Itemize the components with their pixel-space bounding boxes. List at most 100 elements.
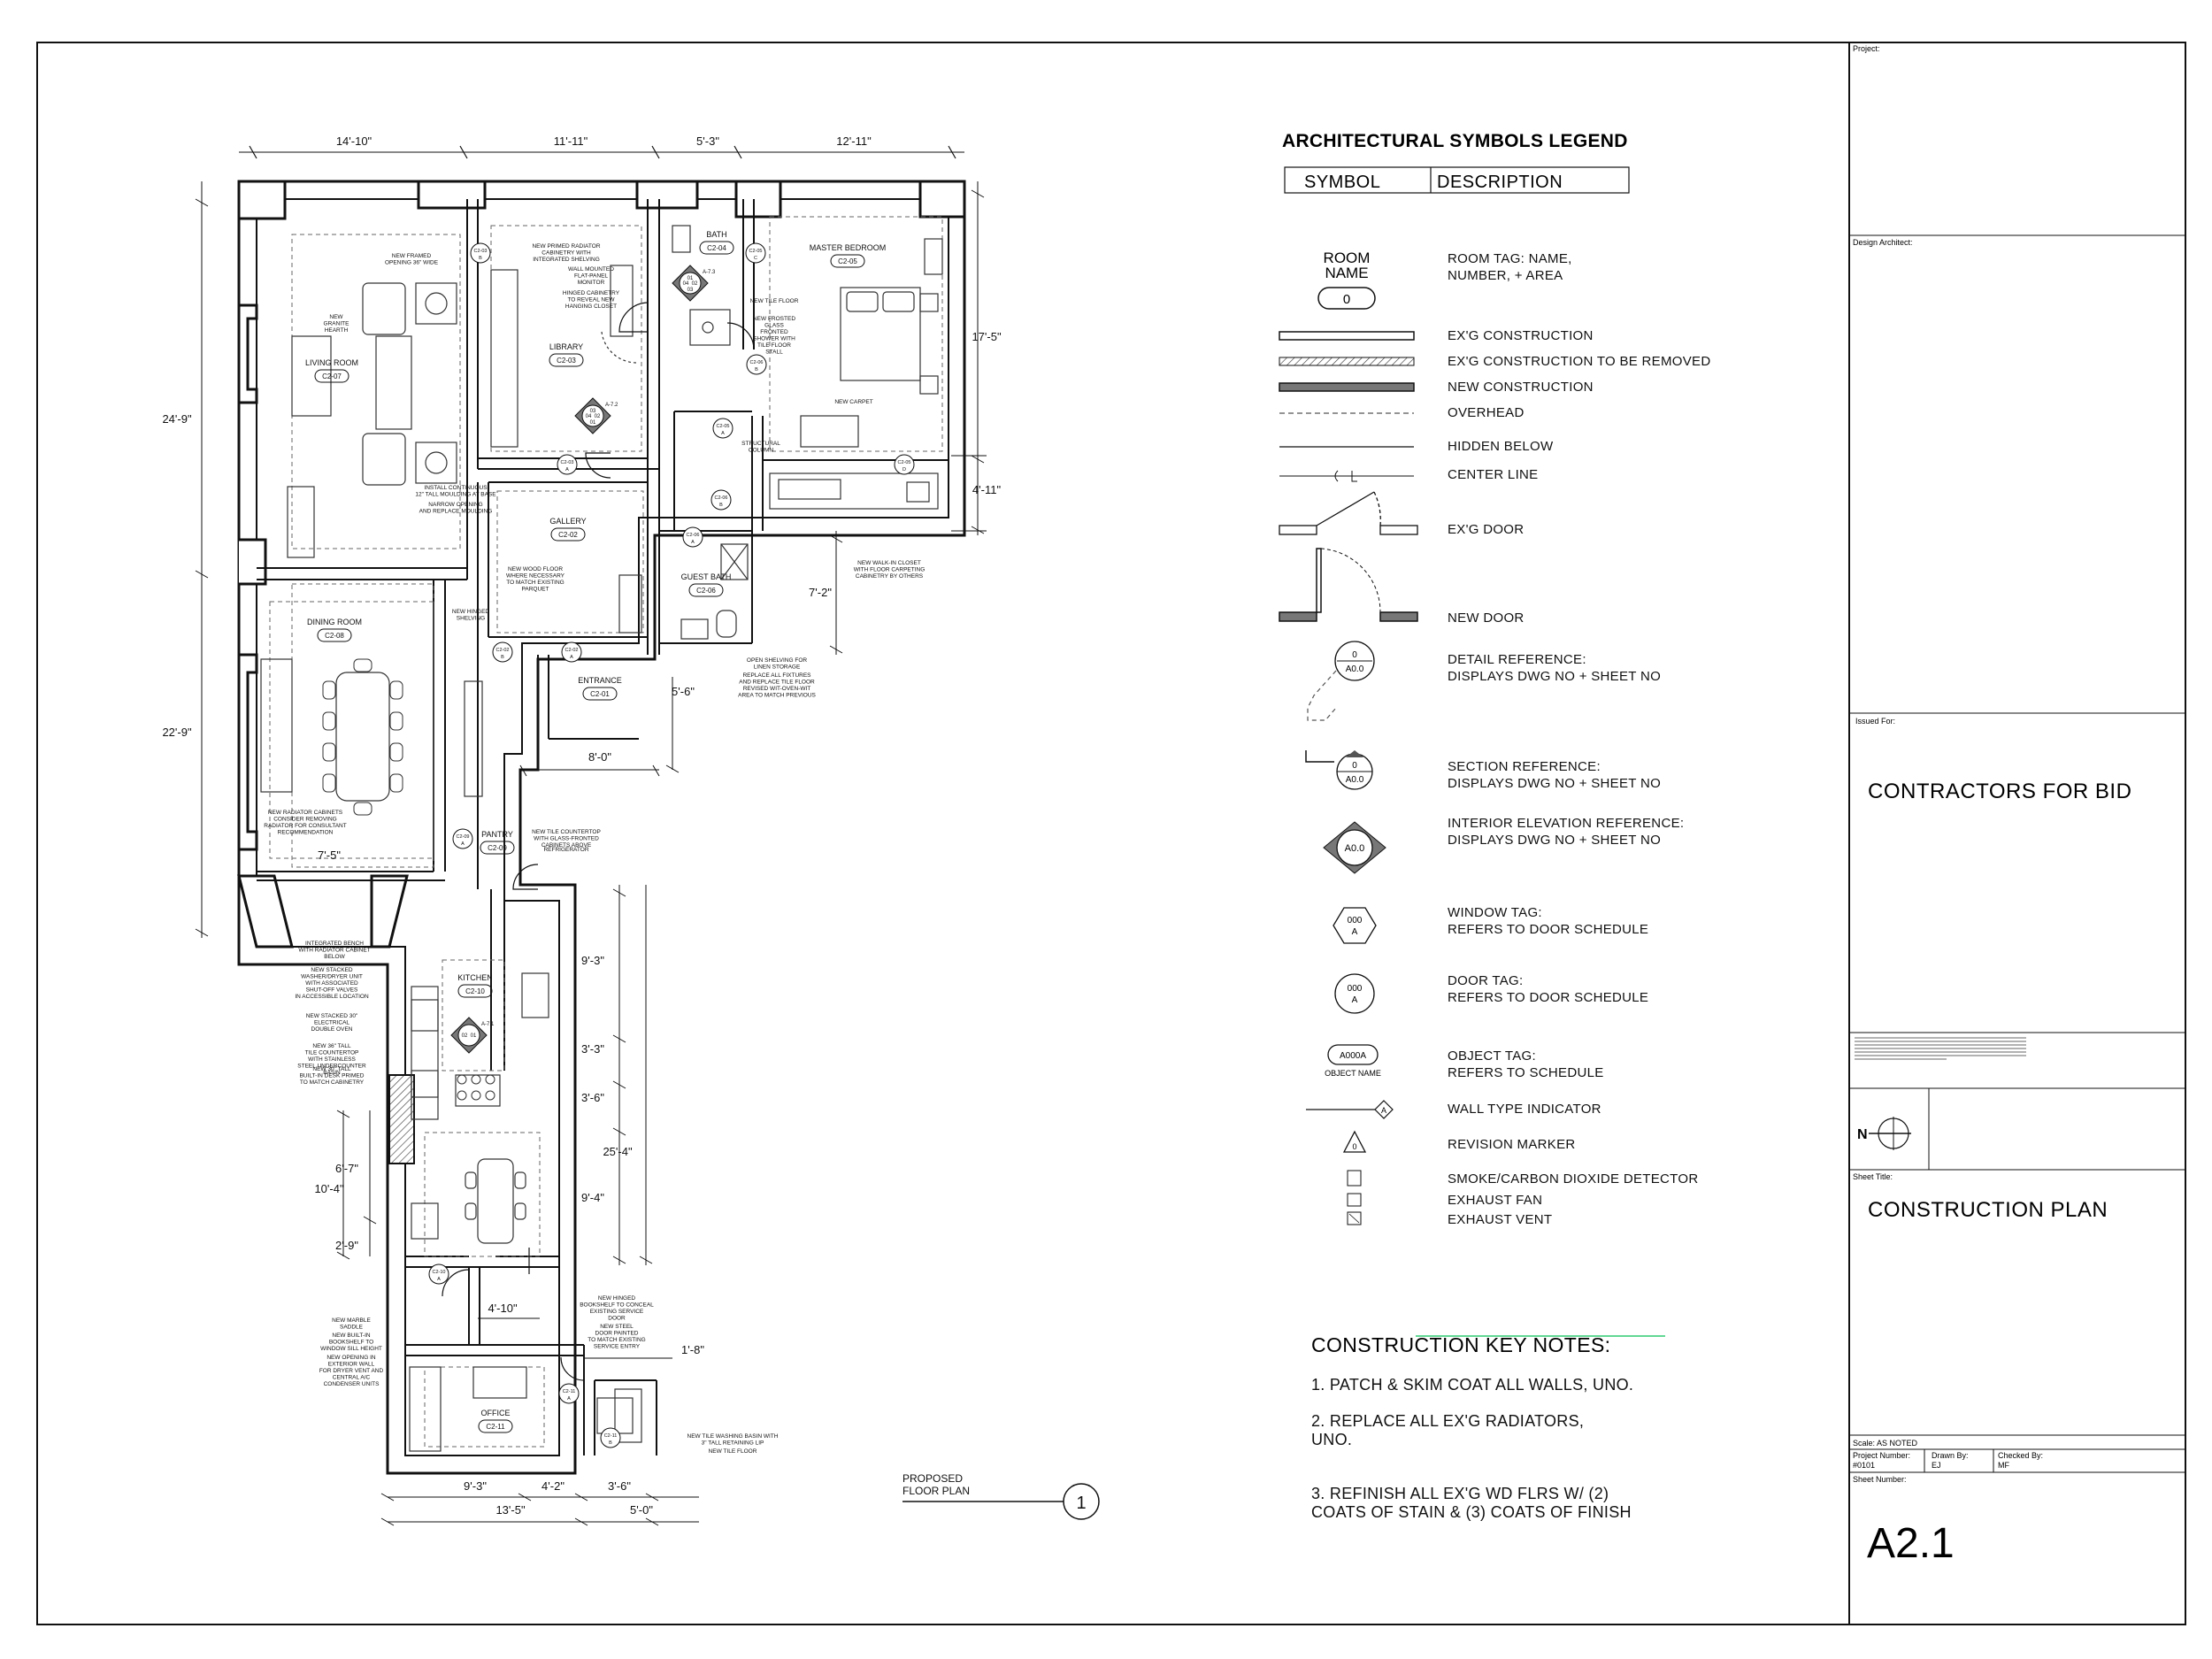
dimension-label: 4'-2" [541, 1479, 565, 1493]
plan-annotation: CABINETRY BY OTHERS [856, 573, 924, 580]
dimension-label: 3'-3" [581, 1042, 604, 1056]
north-arrow-label: N [1857, 1127, 1868, 1142]
room-name: OFFICE [481, 1409, 511, 1417]
removed-construction-symbol [1279, 357, 1415, 366]
room-name: PANTRY [481, 830, 513, 839]
door-tag-letter: B [719, 503, 723, 508]
legend-item-text: HIDDEN BELOW [1448, 439, 1554, 454]
plan-annotation: FOR DRYER VENT AND [319, 1368, 384, 1374]
dimension-label: 5'-0" [630, 1503, 653, 1517]
plan-annotation: WITH GLASS-FRONTED [534, 836, 599, 842]
plan-annotation: CABINETRY WITH [541, 250, 591, 257]
plan-annotation: BELOW [324, 954, 345, 960]
dimension-label: 13'-5" [495, 1503, 526, 1517]
door-tag-number: C2-05 [717, 424, 730, 429]
dimension-label: 4'-10" [488, 1302, 518, 1315]
plan-annotation: NARROW OPENING [428, 502, 482, 508]
dimension-label: 4'-11" [972, 483, 1002, 496]
door-tag-circle [492, 641, 513, 663]
plan-annotation: TILE FLOOR [757, 342, 791, 349]
plan-annotation: TO MATCH EXISTING [506, 580, 565, 586]
center-line-symbol [1279, 470, 1414, 482]
key-note: 1. PATCH & SKIM COAT ALL WALLS, UNO. [1311, 1376, 1633, 1394]
room-number: C2-02 [558, 531, 578, 539]
dimension-label: 9'-3" [464, 1479, 487, 1493]
plan-annotation: BUILT-IN DESK PRIMED [300, 1073, 365, 1079]
dimension-label: 3'-6" [608, 1479, 631, 1493]
drawn-by-label: Drawn By: [1932, 1451, 1969, 1460]
plan-annotation: GLASS [764, 323, 784, 329]
plan-annotation: NEW MARBLE [332, 1317, 371, 1324]
door-tag-letter: C [754, 256, 757, 261]
door-tag-number: C2-11 [563, 1389, 576, 1394]
room-number: C2-09 [488, 844, 507, 852]
plan-annotation: WITH RADIATOR CABINET [298, 948, 370, 954]
room-tag-symbol: ROOM NAME 0 [1317, 250, 1376, 310]
key-note: 2. REPLACE ALL EX'G RADIATORS, [1311, 1412, 1584, 1430]
legend-item-text: SMOKE/CARBON DIOXIDE DETECTOR [1448, 1171, 1698, 1187]
door-tag-number: C2-06 [687, 533, 700, 538]
plan-annotation: IN ACCESSIBLE LOCATION [295, 994, 369, 1000]
plan-annotation: DOUBLE OVEN [311, 1026, 353, 1033]
notes-title: CONSTRUCTION KEY NOTES: [1311, 1333, 1610, 1356]
room-tag-outline [478, 1419, 513, 1433]
door-tag-number: C2-10 [433, 1270, 446, 1275]
legend-item-text: OBJECT TAG: [1448, 1048, 1536, 1064]
detail-symbol-bottom: A0.0 [1346, 664, 1364, 674]
room-tag-outline [457, 984, 493, 998]
new-door-symbol [1279, 548, 1418, 622]
door-tag-letter: B [501, 655, 504, 660]
dimension-label: 24'-9" [162, 412, 192, 426]
door-tag-number: C2-02 [565, 648, 579, 653]
plan-annotation: NEW 36" TALL [312, 1043, 351, 1049]
plan-annotation: WITH FLOOR CARPETING [854, 567, 926, 573]
plan-annotation: NEW TILE WASHING BASIN WITH [687, 1433, 779, 1440]
sheet-title-label: Sheet Title: [1853, 1172, 1893, 1181]
plan-annotation: NEW HINGED [598, 1295, 636, 1302]
project-number-label: Project Number: [1853, 1451, 1910, 1460]
room-name: GALLERY [549, 517, 586, 526]
project-label: Project: [1853, 44, 1880, 53]
existing-door-symbol [1279, 491, 1418, 535]
plan-annotation: CONDENSER UNITS [324, 1381, 380, 1387]
plan-annotation: INTEGRATED BENCH [305, 941, 364, 947]
dimension-label: 5'-6" [672, 685, 695, 698]
plan-annotation: REPLACE ALL FIXTURES [742, 672, 811, 679]
plan-annotation: STRUCTURAL [741, 441, 780, 447]
doors [442, 302, 755, 1381]
legend-col-symbol: SYMBOL [1304, 173, 1380, 192]
plan-annotation: NEW STACKED 30" [306, 1013, 358, 1019]
issued-for-label: Issued For: [1855, 717, 1895, 726]
plan-annotation: GRANITE [324, 321, 350, 327]
room-number: C2-06 [696, 587, 716, 595]
fine-print-block [1855, 1037, 2026, 1060]
dimension-label: 22'-9" [162, 726, 192, 739]
plan-annotation: AND REPLACE MOULDING [419, 509, 493, 515]
plan-annotation: LINEN STORAGE [754, 664, 801, 671]
door-tag-number: C2-03 [561, 460, 574, 465]
smoke-detector-icon [1347, 1170, 1362, 1187]
room-number: C2-05 [838, 257, 857, 265]
door-symbol-top: 000 [1348, 984, 1363, 994]
room-tag-outline [480, 841, 515, 855]
elevation-tag-label: 04 [683, 281, 689, 287]
door-tag-letter: A [721, 431, 725, 436]
title-block-lines [1849, 234, 2185, 1473]
plan-annotation: EXTERIOR WALL [328, 1362, 375, 1368]
door-tag-letter: A [567, 1396, 571, 1402]
legend-col-description: DESCRIPTION [1437, 173, 1563, 192]
room-tag-outline [550, 527, 586, 541]
plan-annotation: NEW TILE FLOOR [709, 1448, 757, 1455]
exhaust-fan-icon [1347, 1193, 1362, 1207]
dimension-label: 12'-11" [836, 134, 872, 148]
plan-annotation: TO REVEAL NEW [567, 297, 615, 303]
plan-annotation: NEW FROSTED [753, 316, 795, 322]
proposed-floor-plan: PROPOSED FLOOR PLAN 1 LIVING ROOMC2-07LI… [162, 134, 1100, 1526]
room-number: C2-08 [325, 632, 344, 640]
plan-annotation: SADDLE [340, 1325, 364, 1331]
dimension-label: 7'-2" [809, 586, 832, 599]
sheet-title-value: CONSTRUCTION PLAN [1868, 1198, 2108, 1222]
plan-annotation: TILE COUNTERTOP [305, 1050, 359, 1056]
room-name: BATH [706, 230, 726, 239]
